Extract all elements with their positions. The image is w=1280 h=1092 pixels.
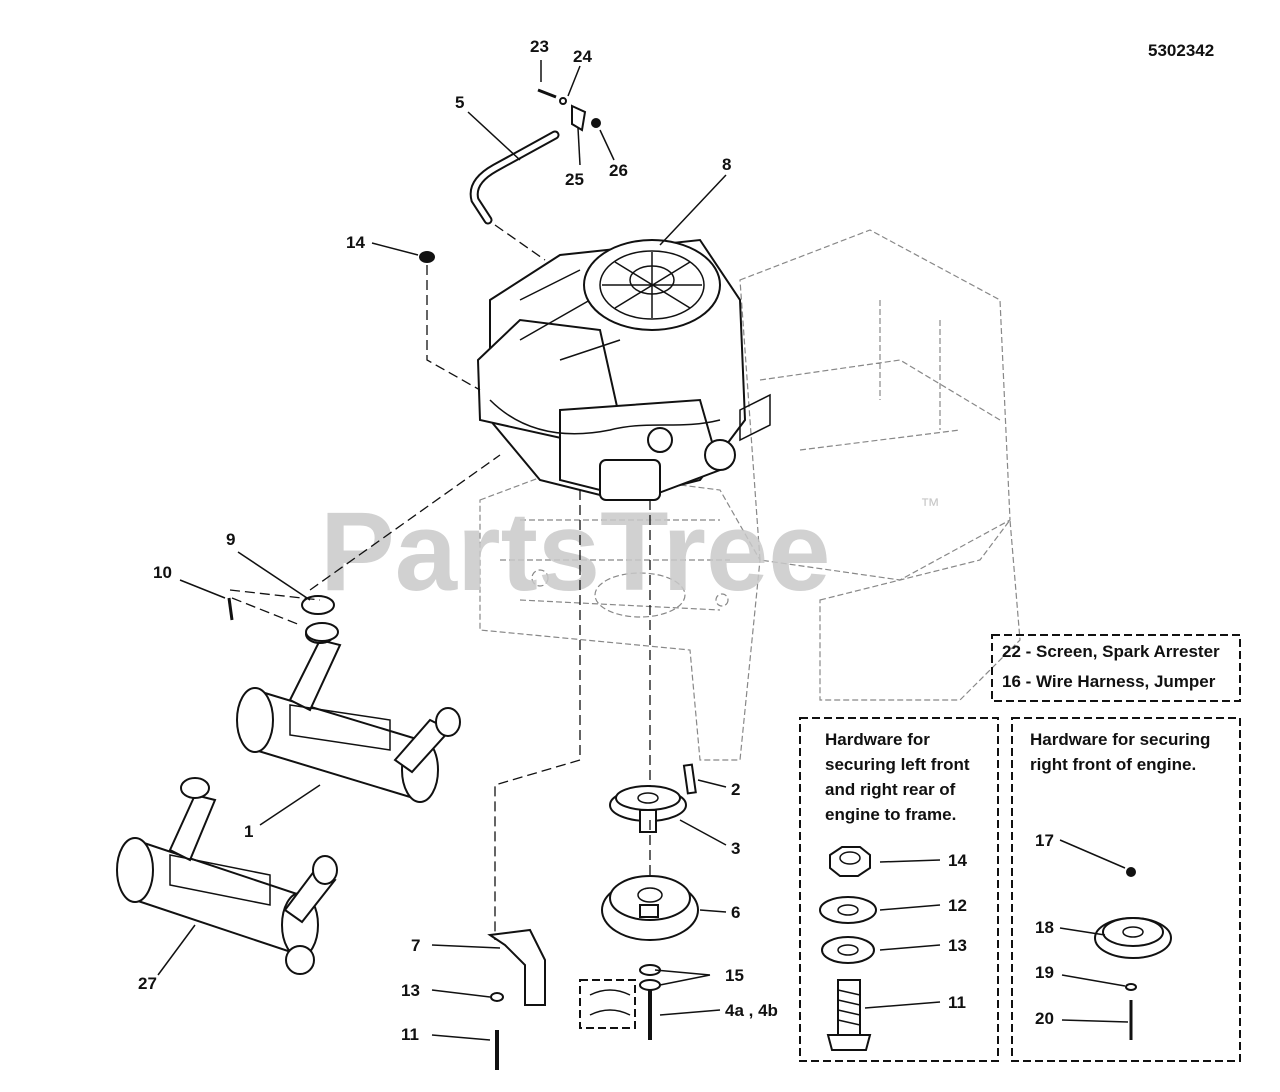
callout-5: 5	[455, 93, 464, 112]
hardware-left-line4: engine to frame.	[825, 805, 956, 824]
grommet[interactable]	[419, 251, 481, 391]
callout-labels: 1 2 3 4a , 4b 5 6 7 8 9 10 11 11 12 13 1…	[138, 37, 1054, 1044]
callout-7: 7	[411, 936, 420, 955]
callout-1: 1	[244, 822, 253, 841]
legend-spark-arrester: 22 - Screen, Spark Arrester	[1002, 642, 1220, 661]
callout-11-box: 11	[948, 993, 966, 1012]
hardware-right-parts[interactable]	[1094, 867, 1172, 1040]
exhaust-gaskets[interactable]	[227, 454, 501, 642]
callout-2: 2	[731, 780, 740, 799]
callout-4a-4b: 4a , 4b	[725, 1001, 778, 1020]
hardware-left-line3: and right rear of	[825, 780, 956, 799]
electric-clutch[interactable]	[601, 820, 699, 941]
callout-8: 8	[722, 155, 731, 174]
muffler-upper[interactable]	[236, 624, 461, 803]
crank-key[interactable]	[682, 763, 697, 795]
callout-3: 3	[731, 839, 740, 858]
callout-6: 6	[731, 903, 740, 922]
pulley[interactable]	[609, 785, 687, 833]
hardware-left-line2: securing left front	[825, 755, 970, 774]
legend-wire-harness: 16 - Wire Harness, Jumper	[1002, 672, 1216, 691]
callout-11-lower: 11	[401, 1025, 419, 1044]
callout-18: 18	[1035, 918, 1054, 937]
callout-20: 20	[1035, 1009, 1054, 1028]
fuel-line[interactable]	[469, 130, 560, 261]
partstree-watermark: PartsTree	[320, 489, 831, 614]
hardware-left-line1: Hardware for	[825, 730, 930, 749]
callout-26: 26	[609, 161, 628, 180]
callout-27: 27	[138, 974, 157, 993]
hardware-left-box	[799, 717, 999, 1062]
callout-13-box: 13	[948, 936, 967, 955]
hardware-right-box	[1011, 717, 1241, 1062]
diagram-number: 5302342	[1148, 41, 1214, 60]
clutch-bracket[interactable]	[487, 928, 546, 1006]
clamp-hardware[interactable]	[537, 88, 601, 132]
callout-13-lower: 13	[401, 981, 420, 1000]
callout-17: 17	[1035, 831, 1054, 850]
engine[interactable]	[476, 238, 771, 502]
callout-24: 24	[573, 47, 592, 66]
callout-10: 10	[153, 563, 172, 582]
callout-9: 9	[226, 530, 235, 549]
hardware-right-line1: Hardware for securing	[1030, 730, 1210, 749]
callout-14-top: 14	[346, 233, 365, 252]
callout-12: 12	[948, 896, 967, 915]
callout-15: 15	[725, 966, 744, 985]
callout-23: 23	[530, 37, 549, 56]
hardware-right-line2: right front of engine.	[1030, 755, 1196, 774]
legend-box	[991, 634, 1241, 702]
clutch-washers-and-bolt[interactable]	[579, 964, 661, 1040]
washer[interactable]	[490, 992, 504, 1002]
callout-25: 25	[565, 170, 584, 189]
leader-lines	[157, 60, 1129, 1041]
trademark-symbol: ™	[920, 495, 940, 517]
rear-mount-centerline	[494, 490, 581, 940]
callout-14-box: 14	[948, 851, 967, 870]
hardware-left-parts[interactable]	[819, 846, 877, 1051]
callout-19: 19	[1035, 963, 1054, 982]
muffler-lower[interactable]	[116, 777, 338, 975]
